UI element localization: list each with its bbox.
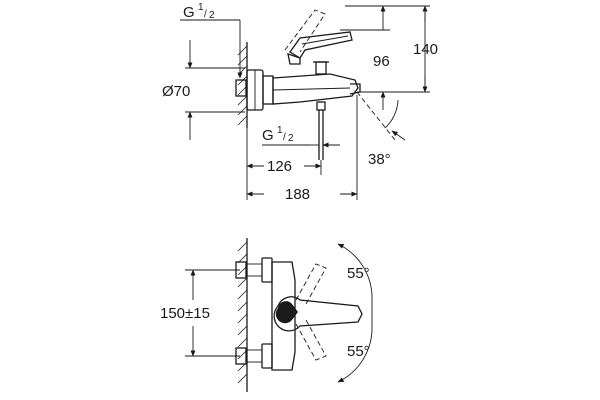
connection-nut xyxy=(235,69,274,111)
lever-alt-position xyxy=(284,9,326,53)
thread-top-main: G xyxy=(183,4,195,21)
diameter-dimension: Ø70 xyxy=(162,40,245,140)
mixer-body xyxy=(272,61,361,160)
length-126-label: 126 xyxy=(267,158,292,175)
front-view: 150±15 55° 55° xyxy=(160,238,373,392)
diameter-label: Ø70 xyxy=(162,83,190,100)
spacing-dimension: 150±15 xyxy=(160,269,240,357)
outlet-angle: 38° xyxy=(368,99,406,168)
height-96-label: 96 xyxy=(373,53,390,70)
thread-top-slash: / xyxy=(204,9,207,20)
rotation-angles: 55° 55° xyxy=(337,243,373,383)
angle-top-label: 55° xyxy=(347,265,370,282)
front-body xyxy=(271,261,296,371)
angle-38-label: 38° xyxy=(368,151,391,168)
thread-bottom-num: 1 xyxy=(277,125,283,136)
spacing-label: 150±15 xyxy=(160,305,210,322)
thread-top-den: 2 xyxy=(209,10,215,21)
lever-rotated-down xyxy=(295,319,327,361)
thread-bottom-callout: G 1 / 2 xyxy=(262,125,340,148)
height-140-label: 140 xyxy=(413,41,438,58)
upper-connection xyxy=(235,257,273,283)
angle-bottom-label: 55° xyxy=(347,343,370,360)
lever-handle xyxy=(287,31,353,65)
length-188-label: 188 xyxy=(285,186,310,203)
height-dimensions: 96 140 xyxy=(340,5,438,110)
thread-top-num: 1 xyxy=(198,2,204,13)
wall-bottom xyxy=(237,238,248,392)
front-lever xyxy=(273,296,363,332)
length-dimensions: 126 188 xyxy=(246,95,358,203)
thread-bottom-main: G xyxy=(262,127,274,144)
outlet-direction-line xyxy=(356,91,396,141)
thread-bottom-den: 2 xyxy=(288,133,294,144)
thread-top-callout: G 1 / 2 xyxy=(180,2,243,79)
thread-bottom-slash: / xyxy=(283,132,286,143)
side-view: Ø70 G 1 / 2 96 140 G xyxy=(162,2,438,203)
lever-rotated-up xyxy=(295,263,327,305)
